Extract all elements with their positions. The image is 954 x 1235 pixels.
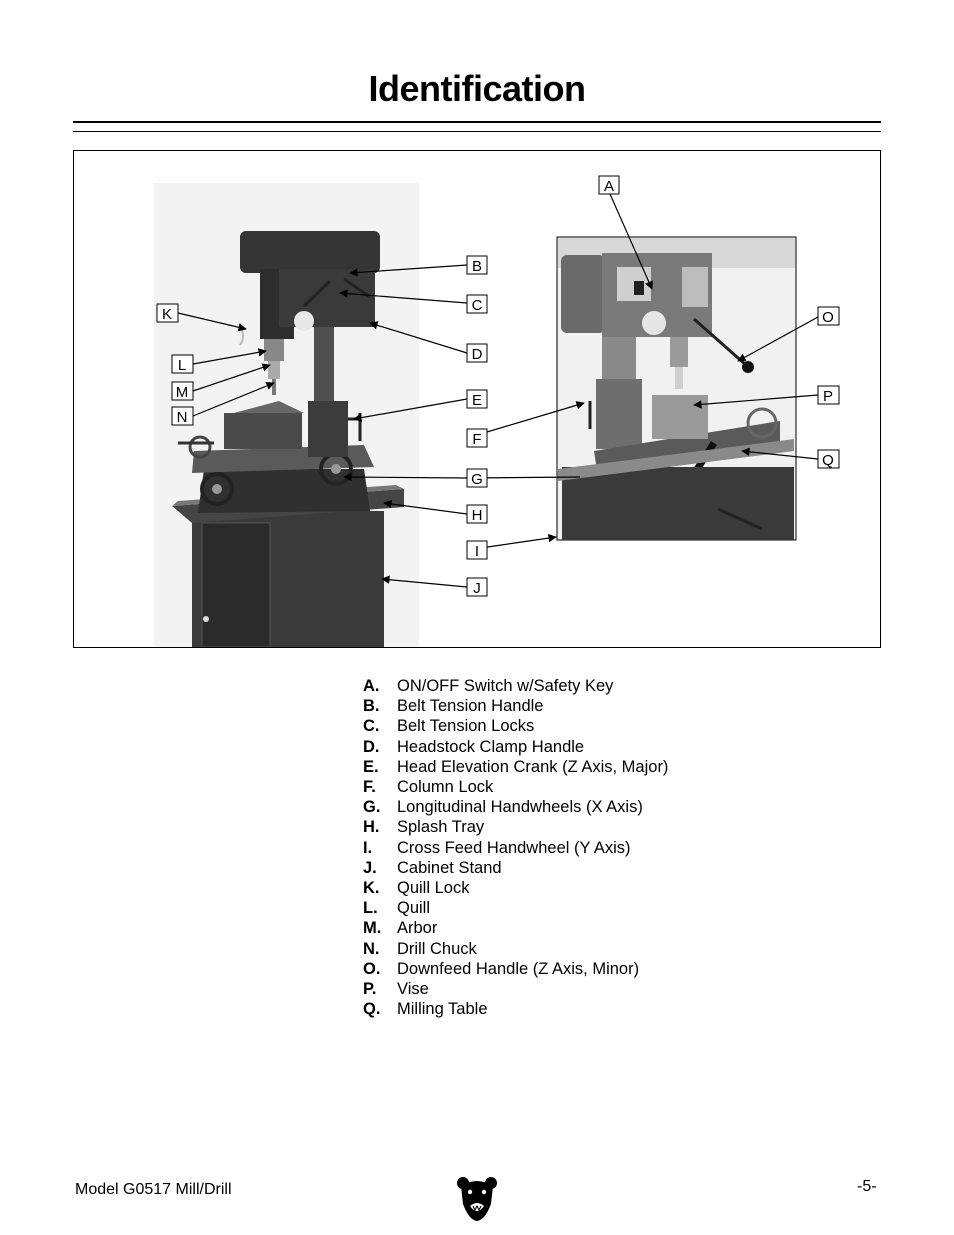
grizzly-bear-logo-icon [457, 1174, 497, 1222]
callout-a: A [599, 176, 619, 195]
callout-p: P [818, 386, 839, 405]
svg-text:E: E [472, 392, 482, 409]
legend-item: N.Drill Chuck [363, 939, 668, 959]
callout-o: O [818, 307, 839, 326]
svg-text:N: N [177, 409, 188, 426]
legend-item: I.Cross Feed Handwheel (Y Axis) [363, 838, 668, 858]
svg-text:D: D [472, 346, 483, 363]
legend-item: O.Downfeed Handle (Z Axis, Minor) [363, 959, 668, 979]
callout-k: K [157, 304, 178, 323]
svg-text:O: O [822, 309, 834, 326]
callout-h: H [467, 505, 487, 524]
legend-item: H.Splash Tray [363, 817, 668, 837]
legend-item: L.Quill [363, 898, 668, 918]
page-title: Identification [0, 68, 954, 110]
legend-item: Q.Milling Table [363, 999, 668, 1019]
callout-i: I [467, 541, 487, 560]
legend-item: F.Column Lock [363, 777, 668, 797]
svg-text:J: J [473, 580, 481, 597]
parts-legend: A.ON/OFF Switch w/Safety Key B.Belt Tens… [363, 676, 668, 1019]
legend-item: P.Vise [363, 979, 668, 999]
footer-model-name: Model G0517 Mill/Drill [75, 1181, 232, 1199]
callout-e: E [467, 390, 487, 409]
svg-text:P: P [823, 388, 833, 405]
svg-text:F: F [472, 431, 481, 448]
closeup-machine-photo [557, 237, 796, 540]
callout-j: J [467, 578, 487, 597]
callout-q: Q [818, 450, 839, 469]
svg-text:K: K [162, 306, 172, 323]
legend-item: J.Cabinet Stand [363, 858, 668, 878]
svg-text:A: A [604, 178, 614, 195]
svg-text:L: L [178, 357, 186, 374]
svg-text:H: H [472, 507, 483, 524]
callout-g: G [467, 469, 487, 488]
svg-text:Q: Q [822, 452, 834, 469]
svg-text:M: M [176, 384, 189, 401]
callout-f: F [467, 429, 487, 448]
callout-c: C [467, 295, 487, 314]
callout-d: D [467, 344, 487, 363]
svg-text:G: G [471, 471, 483, 488]
legend-item: A.ON/OFF Switch w/Safety Key [363, 676, 668, 696]
legend-item: B.Belt Tension Handle [363, 696, 668, 716]
legend-item: D.Headstock Clamp Handle [363, 737, 668, 757]
svg-text:B: B [472, 258, 482, 275]
legend-item: G.Longitudinal Handwheels (X Axis) [363, 797, 668, 817]
identification-figure: A B C D E F G H I J K L M N O P Q [73, 150, 881, 648]
legend-item: K.Quill Lock [363, 878, 668, 898]
title-rule-bottom [73, 131, 881, 132]
title-rule-top [73, 121, 881, 123]
callout-n: N [172, 407, 193, 426]
legend-item: M.Arbor [363, 918, 668, 938]
callout-m: M [172, 382, 193, 401]
svg-text:I: I [475, 543, 479, 560]
svg-text:C: C [472, 297, 483, 314]
callout-b: B [467, 256, 487, 275]
legend-item: E.Head Elevation Crank (Z Axis, Major) [363, 757, 668, 777]
callout-l: L [172, 355, 193, 374]
footer-page-number: -5- [857, 1178, 877, 1196]
legend-item: C.Belt Tension Locks [363, 716, 668, 736]
machine-illustration: A B C D E F G H I J K L M N O P Q [74, 151, 880, 647]
